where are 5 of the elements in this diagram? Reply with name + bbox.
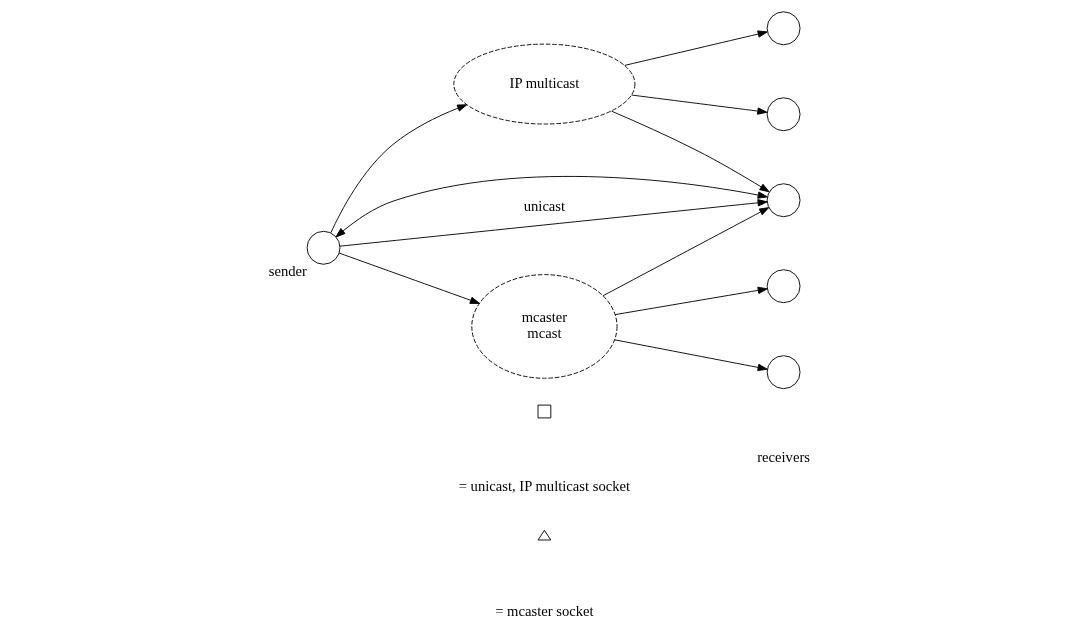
label: receivers xyxy=(756,448,810,465)
edge-label: unicast xyxy=(523,198,565,215)
node-label: sender xyxy=(268,262,307,279)
legend-label: = mcaster socket xyxy=(494,603,594,620)
legend-label: = unicast, IP multicast socket xyxy=(458,477,630,494)
